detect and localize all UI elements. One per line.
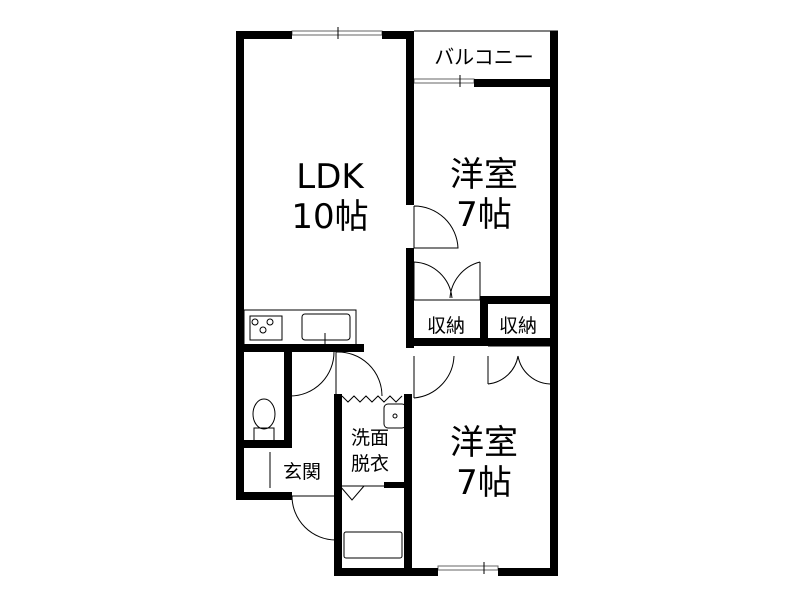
room-size-ldk: 10帖	[291, 197, 368, 237]
walls	[236, 31, 558, 576]
room-name-entrance: 玄関	[283, 461, 321, 483]
room-size-western-1: 7帖	[456, 195, 512, 235]
room-name-storage-1: 収納	[427, 315, 465, 337]
room-name-storage-2: 収納	[499, 315, 537, 337]
room-name-western-2: 洋室	[450, 423, 518, 463]
room-name-washroom-2: 脱衣	[351, 453, 389, 475]
room-name-washroom-1: 洗面	[351, 427, 389, 449]
thin-lines	[243, 27, 558, 574]
room-name-western-1: 洋室	[450, 155, 518, 195]
room-name-ldk: LDK	[296, 157, 365, 197]
room-name-balcony: バルコニー	[434, 45, 534, 69]
room-size-western-2: 7帖	[456, 463, 512, 503]
